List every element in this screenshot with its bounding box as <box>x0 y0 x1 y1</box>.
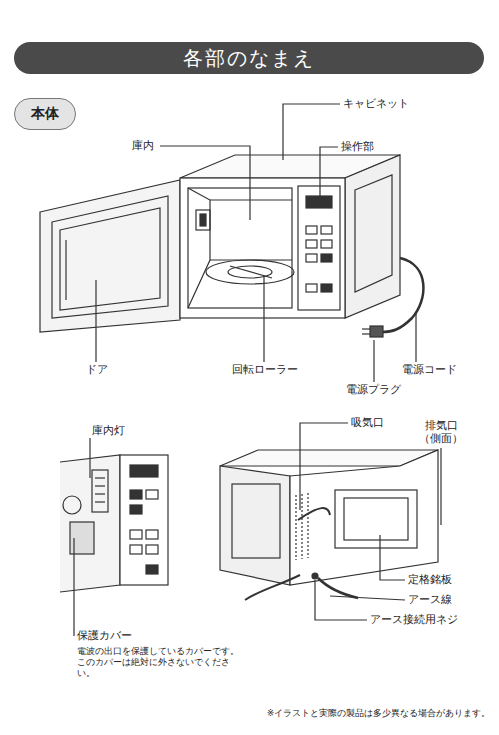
button <box>306 254 317 262</box>
rear-left-side <box>220 466 290 585</box>
leader-line <box>330 596 405 600</box>
panel-closeup <box>120 455 168 585</box>
button <box>321 226 332 234</box>
power-cord <box>382 258 423 332</box>
leader-line <box>160 146 250 220</box>
section-pill: 本体 <box>14 98 76 130</box>
leader-line <box>320 147 338 200</box>
button <box>306 226 317 234</box>
part-name: キャビネット <box>343 97 409 110</box>
button <box>130 545 142 554</box>
part-name: 庫内灯 <box>92 424 125 437</box>
display <box>306 196 332 208</box>
plug-pin <box>362 333 370 334</box>
side-vent <box>355 175 392 292</box>
plug-pin <box>362 328 370 329</box>
part-name: 庫内 <box>132 139 154 152</box>
part-name: ドア <box>86 363 108 376</box>
leader-line <box>95 280 96 362</box>
roller-hub <box>228 266 272 278</box>
cord-rear <box>298 508 330 520</box>
earth-screw <box>312 573 318 579</box>
footnote: ※イラストと実際の製品は多少異なる場合があります。 <box>190 708 490 719</box>
leader-line <box>415 312 416 362</box>
part-name: アース接続用ネジ <box>370 613 458 626</box>
leader-line <box>373 340 374 382</box>
button <box>130 505 142 514</box>
lamp <box>200 214 206 226</box>
earth-wire <box>245 575 300 600</box>
door <box>40 180 180 332</box>
leader-line <box>440 448 441 525</box>
rating-plate <box>335 490 417 548</box>
cavity-wall <box>188 188 210 308</box>
note-text: 電波の出口を保護しているカバーです。 このカバーは絶対に外さないでください。 <box>77 646 239 679</box>
rating-plate-inner <box>344 498 408 540</box>
power-plug <box>370 326 383 337</box>
intake-vent <box>296 493 308 560</box>
cavity-hole <box>63 496 81 514</box>
part-name: 排気口 （側面） <box>418 419 464 445</box>
grille-slot <box>95 501 105 502</box>
leader-line <box>73 538 74 636</box>
leader-line <box>263 275 264 362</box>
display <box>130 465 158 477</box>
button <box>130 490 142 499</box>
button <box>146 545 158 554</box>
part-name: 操作部 <box>341 140 374 153</box>
button <box>306 240 317 248</box>
leader-line <box>89 438 90 478</box>
button <box>146 490 158 499</box>
cavity <box>188 188 292 308</box>
lamp-window <box>196 210 210 230</box>
part-name: 保護カバー <box>77 629 132 642</box>
button <box>306 284 317 292</box>
leader-line <box>283 104 340 160</box>
part-name: 電源プラグ <box>346 383 401 396</box>
part-name: 回転ローラー <box>232 363 298 376</box>
title-band: 各部のなまえ <box>14 42 484 74</box>
roller-arm <box>230 266 272 278</box>
button <box>146 565 158 574</box>
section-label: 本体 <box>15 99 75 128</box>
control-panel <box>298 186 340 310</box>
button <box>146 530 158 539</box>
button <box>321 284 332 292</box>
door-hinge <box>65 240 66 300</box>
part-name: アース線 <box>408 593 452 606</box>
part-name: 電源コード <box>402 363 457 376</box>
part-name: 吸気口 <box>351 416 384 429</box>
leader-line <box>300 423 348 510</box>
door-window <box>52 196 168 318</box>
grille-slot <box>95 485 105 486</box>
lamp-grille <box>92 470 108 512</box>
cavity-back <box>210 199 292 200</box>
side-panel <box>232 484 280 558</box>
door-window-inner <box>60 208 160 310</box>
leader-line <box>315 580 367 620</box>
grille-slot <box>95 493 105 494</box>
button <box>130 530 142 539</box>
cabinet-side <box>345 155 400 318</box>
button <box>321 254 332 262</box>
grille-slot <box>95 477 105 478</box>
button <box>321 240 332 248</box>
turntable-roller <box>206 260 294 284</box>
power-cord-rear <box>318 578 358 598</box>
rear-back <box>290 450 438 585</box>
leader-line <box>380 535 405 580</box>
part-name: 定格銘板 <box>408 573 452 586</box>
